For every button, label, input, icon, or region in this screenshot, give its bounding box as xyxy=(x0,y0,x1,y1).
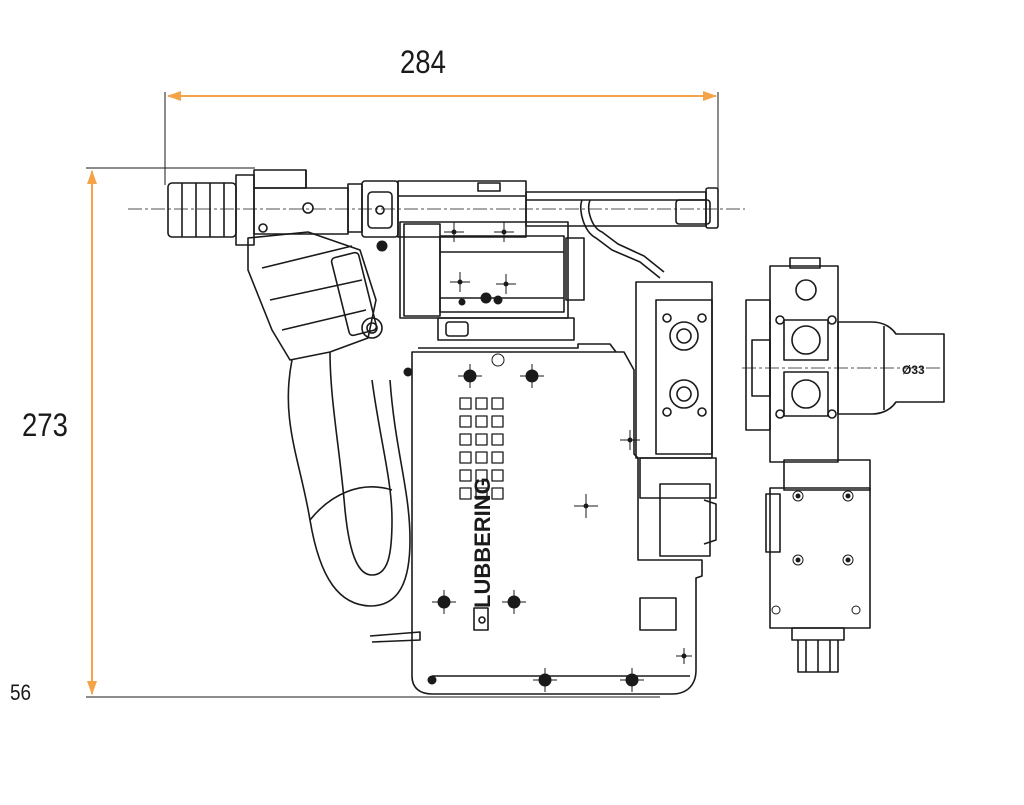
screw-icon xyxy=(771,605,861,615)
screw-icon xyxy=(842,490,854,502)
screw-icon xyxy=(520,364,544,388)
crosshair-icon xyxy=(450,272,470,292)
diameter-label: Ø33 xyxy=(902,363,925,377)
screw-icon xyxy=(403,367,413,377)
screw-icon xyxy=(432,590,456,614)
main-housing xyxy=(411,343,703,695)
offset-dimension-label: 56 xyxy=(10,680,32,705)
logo-frame xyxy=(473,607,489,631)
screw-icon xyxy=(792,554,804,566)
screw-icon xyxy=(842,554,854,566)
crosshair-icon xyxy=(494,222,514,242)
upper-control-block xyxy=(399,199,665,341)
crosshair-icon xyxy=(620,430,640,450)
screw-icon xyxy=(620,668,644,692)
height-dimension-label: 273 xyxy=(22,407,68,443)
screw-icon xyxy=(491,353,505,367)
hose-loop xyxy=(287,351,411,607)
valve-column xyxy=(635,281,717,557)
crosshair-icon xyxy=(496,274,516,294)
screw-icon xyxy=(502,590,526,614)
screw-icon xyxy=(458,292,503,306)
screw-icon xyxy=(533,668,557,692)
fastener-markers xyxy=(376,222,861,692)
crosshair-icon xyxy=(574,494,598,518)
vent-grid xyxy=(459,397,504,500)
cable-stub xyxy=(369,631,421,643)
brand-logo-text: LUBBERING xyxy=(470,477,495,608)
screw-icon xyxy=(427,675,437,685)
angled-barrel xyxy=(247,231,383,361)
crosshair-icon xyxy=(444,222,464,242)
dimension-lines xyxy=(86,91,719,698)
width-dimension-label: 284 xyxy=(400,44,446,80)
screw-icon xyxy=(792,490,804,502)
spindle-assembly xyxy=(167,169,719,246)
side-view xyxy=(745,257,945,673)
screw-icon xyxy=(376,240,388,252)
crosshair-icon xyxy=(676,648,692,664)
screw-icon xyxy=(458,364,482,388)
